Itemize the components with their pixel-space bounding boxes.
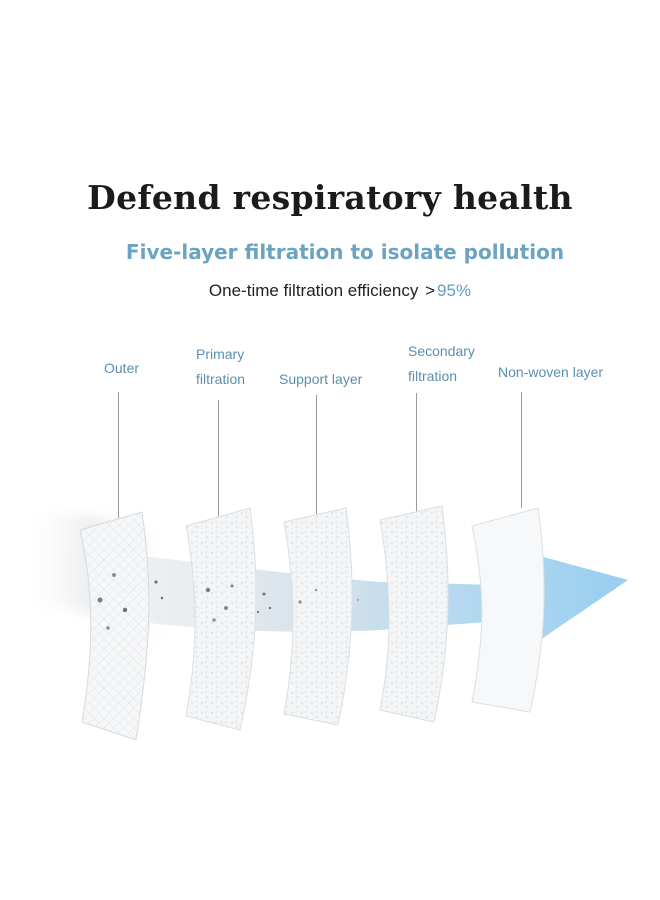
layer-label-line: Non-woven layer <box>498 364 604 380</box>
leader-line-outer <box>118 392 119 518</box>
page-title: Defend respiratory health <box>87 178 573 217</box>
leader-line-primary <box>218 400 219 520</box>
layer-label-line: filtration <box>196 371 246 387</box>
layer-label-line: Secondary <box>408 343 475 359</box>
layer-panel-nonwoven <box>471 507 545 713</box>
leader-line-secondary <box>416 393 417 515</box>
layer-label-primary-filtration: Primary filtration <box>196 342 245 392</box>
leader-line-support <box>316 395 317 517</box>
page-subtitle: Five-layer filtration to isolate polluti… <box>125 240 565 264</box>
layer-label-line: Primary <box>196 346 245 362</box>
layer-label-line: Support layer <box>279 371 363 387</box>
pollution-particles <box>154 580 360 614</box>
layer-panel-support <box>283 507 353 726</box>
layer-label-support: Support layer <box>279 367 362 392</box>
efficiency-value: 95% <box>437 281 472 300</box>
layer-label-secondary-filtration: Secondary filtration <box>408 339 475 389</box>
efficiency-text: One-time filtration efficiency <box>208 281 419 300</box>
layer-panel-primary <box>185 507 257 731</box>
leader-line-nonwoven <box>521 392 522 508</box>
layer-label-line: Outer <box>104 360 140 376</box>
efficiency-symbol: > <box>425 281 436 300</box>
layer-panel-secondary <box>379 505 449 723</box>
layer-label-line: filtration <box>408 368 458 384</box>
layer-label-outer: Outer <box>104 356 139 381</box>
efficiency-statement: One-time filtration efficiency >95% <box>0 281 660 301</box>
layer-panel-outer <box>79 511 150 741</box>
layer-label-nonwoven: Non-woven layer <box>498 360 603 385</box>
